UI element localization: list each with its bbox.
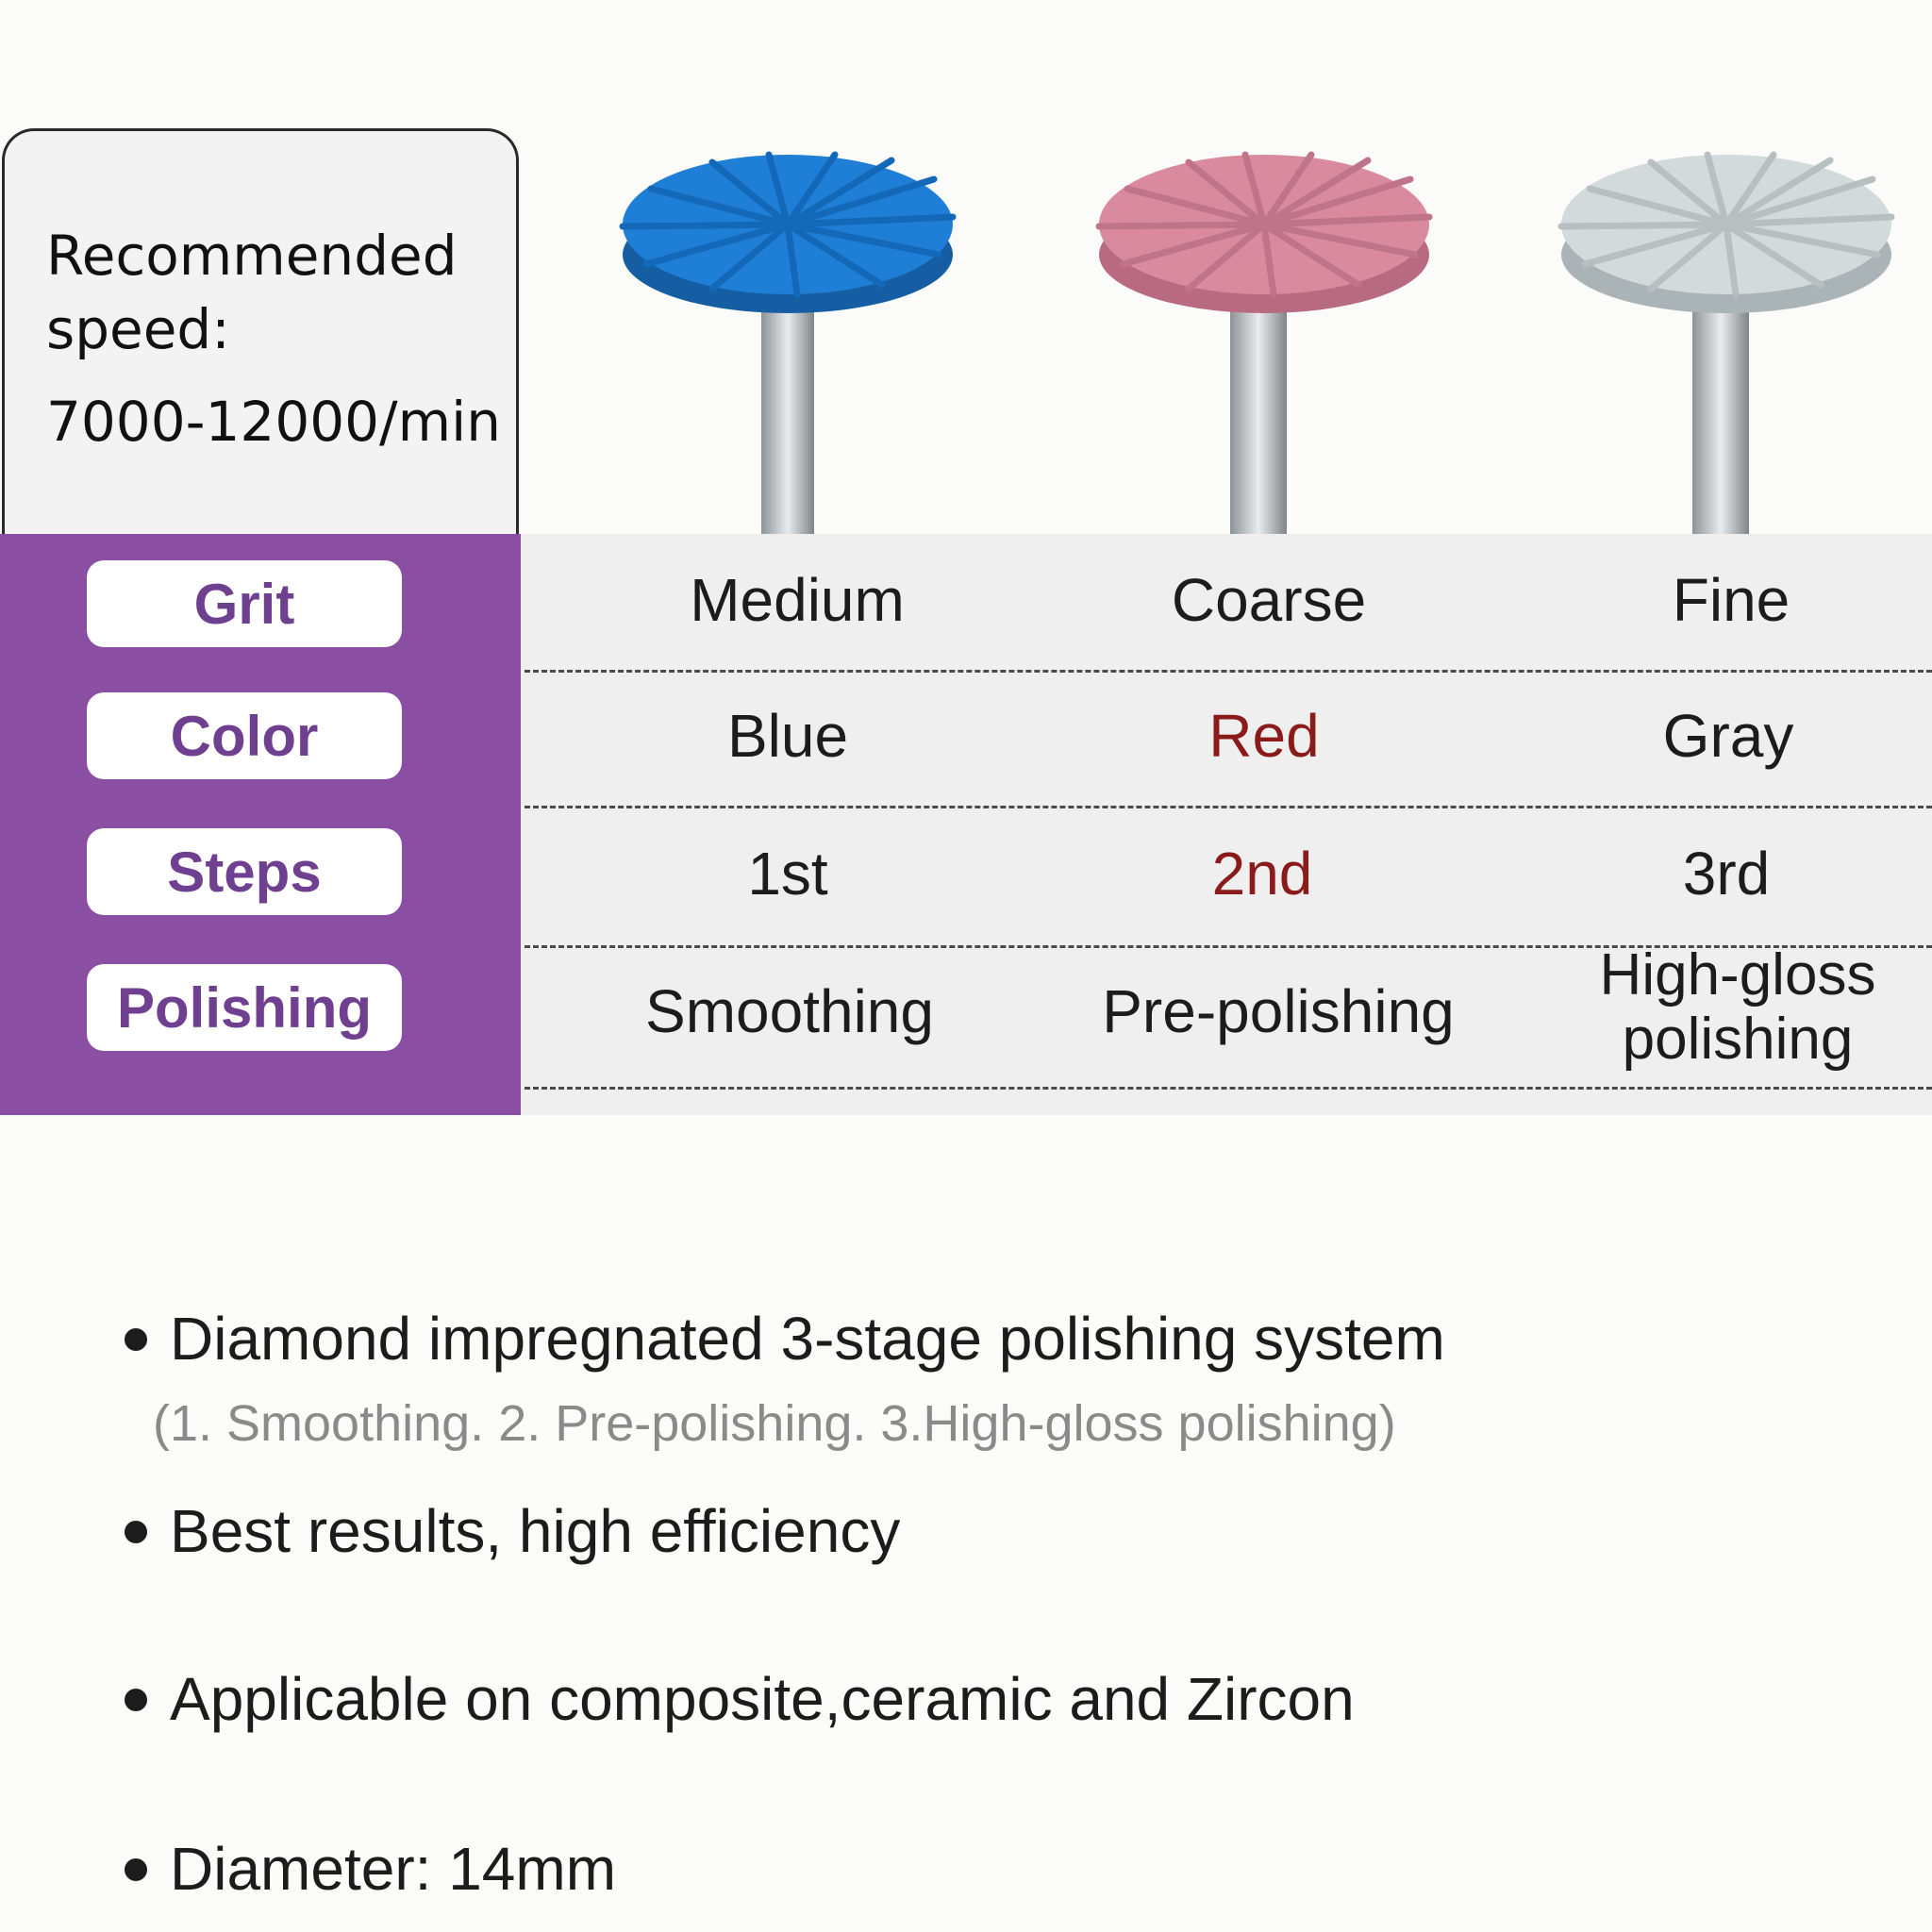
bullet-dot-icon (125, 1858, 147, 1882)
feature-text-3: Applicable on composite,ceramic and Zirc… (170, 1665, 1355, 1733)
polishing-label: Polishing (87, 964, 402, 1051)
step-2nd: 2nd (1211, 840, 1313, 908)
polishing-smoothing: Smoothing (645, 977, 934, 1045)
feature-text-4: Diameter: 14mm (170, 1835, 616, 1903)
color-red: Red (1208, 702, 1320, 770)
bullet-dot-icon (125, 1521, 147, 1544)
polishing-high-gloss-line2: polishing (1622, 1007, 1854, 1073)
step-1st: 1st (747, 840, 828, 908)
bullet-dot-icon (125, 1689, 147, 1712)
steps-label: Steps (87, 828, 402, 915)
grit-medium: Medium (690, 566, 905, 634)
grit-coarse: Coarse (1171, 566, 1367, 634)
speed-label-line1: Recommended (46, 224, 458, 288)
feature-bullet-3: Applicable on composite,ceramic and Zirc… (125, 1664, 1355, 1734)
recommended-speed-box: Recommended speed: 7000-12000/min (2, 128, 519, 534)
grit-label: Grit (87, 560, 402, 647)
feature-text-2: Best results, high efficiency (170, 1497, 901, 1565)
speed-label-line2: speed: (46, 297, 230, 361)
feature-bullet-2: Best results, high efficiency (125, 1496, 900, 1566)
blue-disc-image (608, 113, 967, 534)
row-divider (525, 1087, 1932, 1090)
feature-text-1: Diamond impregnated 3-stage polishing sy… (170, 1305, 1445, 1373)
spec-table (521, 534, 1932, 1115)
feature-bullet-1: Diamond impregnated 3-stage polishing sy… (125, 1304, 1445, 1374)
step-3rd: 3rd (1682, 840, 1771, 908)
polishing-high-gloss: High-gloss polishing (1530, 942, 1932, 1073)
row-divider (525, 806, 1932, 808)
polishing-high-gloss-line1: High-gloss (1599, 942, 1876, 1008)
polishing-pre-polishing: Pre-polishing (1102, 977, 1455, 1045)
bullet-dot-icon (125, 1328, 147, 1352)
color-gray: Gray (1662, 702, 1794, 770)
row-divider (525, 670, 1932, 673)
row-divider (525, 945, 1932, 948)
color-blue: Blue (726, 702, 849, 770)
gray-disc-image (1555, 113, 1913, 534)
speed-value: 7000-12000/min (46, 390, 501, 454)
feature-bullet-4: Diameter: 14mm (125, 1834, 616, 1904)
feature-note: (1. Smoothing. 2. Pre-polishing. 3.High-… (153, 1395, 1396, 1452)
color-label: Color (87, 692, 402, 779)
red-disc-image (1094, 113, 1453, 534)
grit-fine: Fine (1672, 566, 1790, 634)
